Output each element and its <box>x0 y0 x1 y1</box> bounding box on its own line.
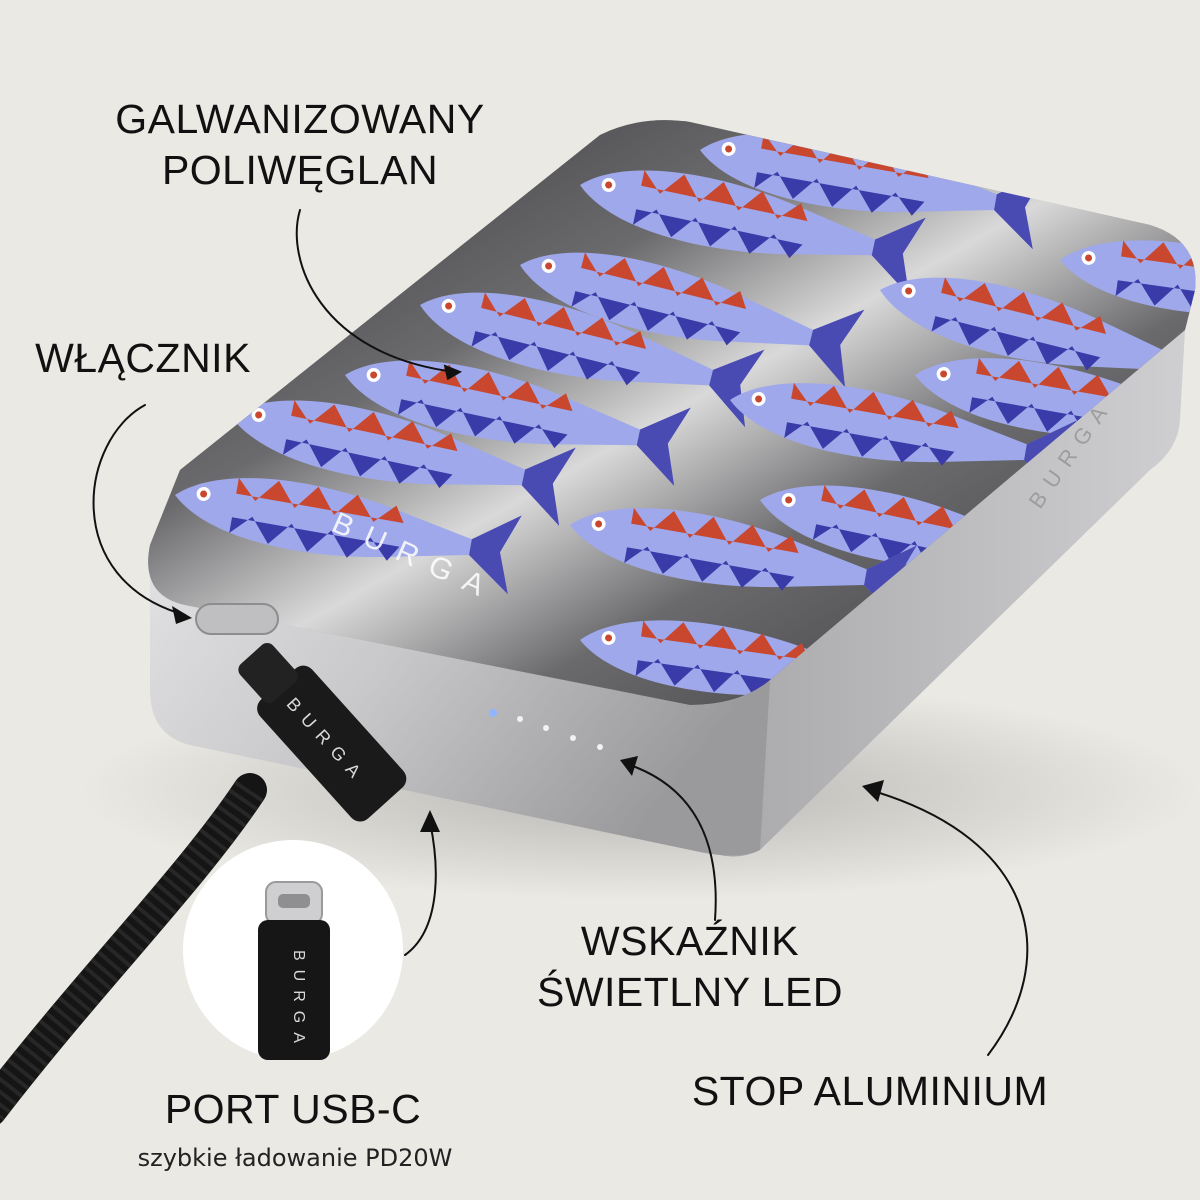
led-dot-2 <box>517 716 523 722</box>
led-dot-5 <box>597 744 603 750</box>
led-dot-1 <box>489 709 497 717</box>
arrow-led <box>629 764 717 921</box>
label-aluminium: STOP ALUMINIUM <box>691 1068 1049 1114</box>
led-indicator <box>489 709 603 750</box>
arrow-aluminium <box>869 789 1029 1056</box>
label-polycarbonate: GALWANIZOWANY POLIWĘGLAN <box>80 94 520 196</box>
label-polycarbonate-line2: POLIWĘGLAN <box>161 147 439 193</box>
label-polycarbonate-line1: GALWANIZOWANY <box>115 96 485 142</box>
label-usb-port: PORT USB-C <box>164 1086 422 1132</box>
closeup-logo: BURGA <box>290 950 307 1052</box>
led-dot-3 <box>543 725 549 731</box>
arrow-polycarbonate <box>295 209 456 373</box>
usb-cable <box>0 773 267 1124</box>
aluminium-front <box>148 545 770 856</box>
arrow-usb-port <box>404 821 437 956</box>
label-led-line1: WSKAŹNIK <box>580 918 800 964</box>
arrowhead-power-button <box>172 606 192 624</box>
arrowhead-usb-port <box>420 810 440 832</box>
label-power-button: WŁĄCZNIK <box>35 335 251 381</box>
led-dot-4 <box>570 735 576 741</box>
arrowhead-polycarbonate <box>443 364 462 381</box>
label-led: WSKAŹNIK ŚWIETLNY LED <box>520 916 860 1018</box>
usb-c-closeup-plug: BURGA <box>258 881 330 1060</box>
label-usb-subtitle: szybkie ładowanie PD20W <box>137 1144 453 1172</box>
arrowhead-aluminium <box>862 780 884 802</box>
aluminium-side <box>720 330 1185 857</box>
arrow-power-button <box>92 404 186 616</box>
label-led-line2: ŚWIETLNY LED <box>537 969 843 1015</box>
power-button[interactable] <box>195 603 279 635</box>
arrowhead-led <box>620 756 638 776</box>
